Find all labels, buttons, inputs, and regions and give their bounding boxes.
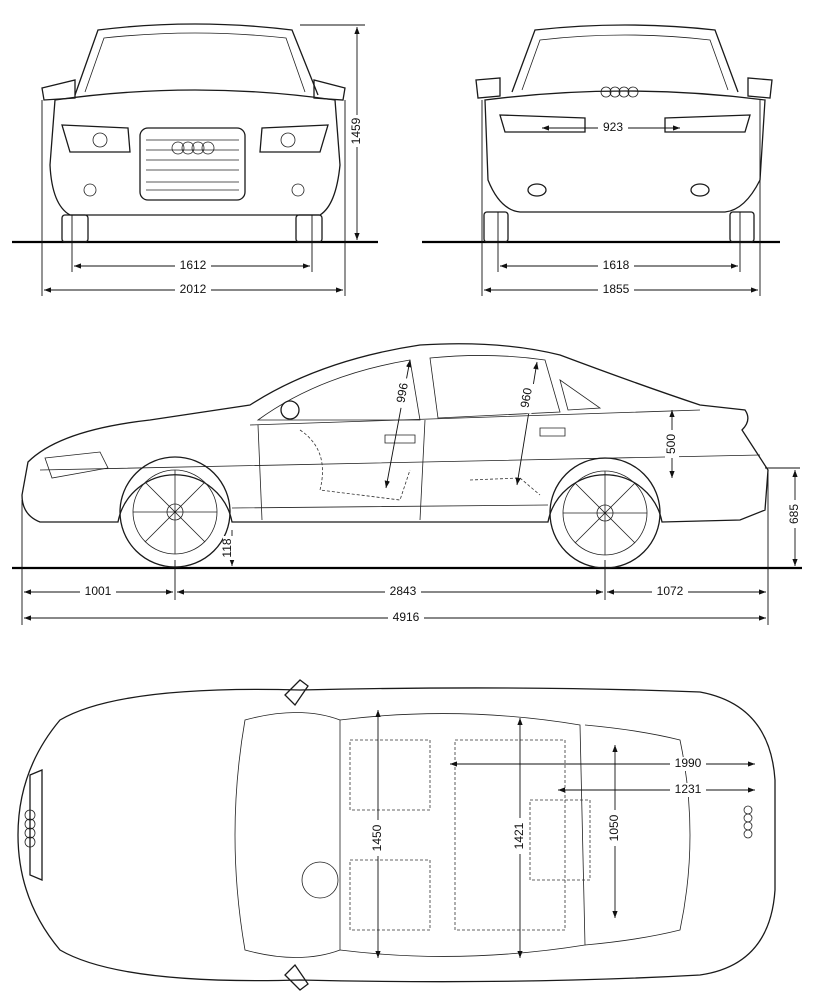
front-grille <box>29 769 43 881</box>
dim-trunk-width: 1050 <box>607 814 621 841</box>
windshield <box>234 712 341 958</box>
dim-plate-width: 923 <box>603 120 623 134</box>
side-view: 996 960 500 685 118 1001 2843 1072 4916 <box>12 343 802 625</box>
side-body <box>21 343 769 523</box>
taillights <box>499 114 751 133</box>
dim-cargo-length-folded: 1990 <box>675 756 702 770</box>
front-body <box>49 89 341 216</box>
front-right-wheel <box>295 214 323 243</box>
front-wheel <box>119 456 231 568</box>
top-body <box>17 687 776 983</box>
dim-front-track: 1612 <box>180 258 207 272</box>
dim-trunk-opening: 500 <box>664 434 678 454</box>
dim-ground-clearance: 118 <box>220 538 234 557</box>
dim-wheelbase: 2843 <box>390 584 417 598</box>
dim-height: 1459 <box>349 117 363 144</box>
front-left-wheel <box>61 214 89 243</box>
grille <box>139 127 246 201</box>
mirrors <box>475 77 773 99</box>
rear-wheel <box>549 457 661 569</box>
dim-front-headroom: 996 <box>394 381 411 403</box>
rear-window-roof <box>511 24 739 93</box>
door-handles <box>384 427 566 444</box>
top-view: 1990 1231 1450 1421 1050 <box>17 679 776 991</box>
dim-loading-sill: 685 <box>787 504 801 524</box>
front-view: 1459 1612 2012 <box>12 23 378 297</box>
rear-left-wheel <box>483 211 509 243</box>
mirrors <box>41 79 346 101</box>
dim-width-mirrors: 2012 <box>180 282 207 296</box>
side-mirror <box>280 400 300 420</box>
rear-view: 923 1618 1855 <box>422 24 780 297</box>
exhaust-left <box>527 183 547 197</box>
dim-rear-interior-width: 1421 <box>512 822 526 849</box>
rear-right-wheel <box>729 211 755 243</box>
rear-body <box>484 90 766 213</box>
mirrors <box>284 679 309 991</box>
brand-rings-logo <box>24 805 753 848</box>
headlight <box>44 451 109 479</box>
rear-window <box>584 724 691 946</box>
dim-overall-length: 4916 <box>393 610 420 624</box>
dim-body-width: 1855 <box>603 282 630 296</box>
windshield-roof <box>74 23 319 96</box>
brand-rings-logo <box>171 141 215 155</box>
exhaust-right <box>690 183 710 197</box>
dim-rear-overhang: 1072 <box>657 584 684 598</box>
dim-front-interior-width: 1450 <box>370 824 384 851</box>
steering-wheel <box>301 861 339 899</box>
headlights <box>61 124 329 153</box>
dim-front-overhang: 1001 <box>85 584 112 598</box>
dim-cargo-length: 1231 <box>675 782 702 796</box>
brand-rings-logo <box>600 86 639 98</box>
dim-rear-track: 1618 <box>603 258 630 272</box>
dim-rear-headroom: 960 <box>518 386 535 408</box>
